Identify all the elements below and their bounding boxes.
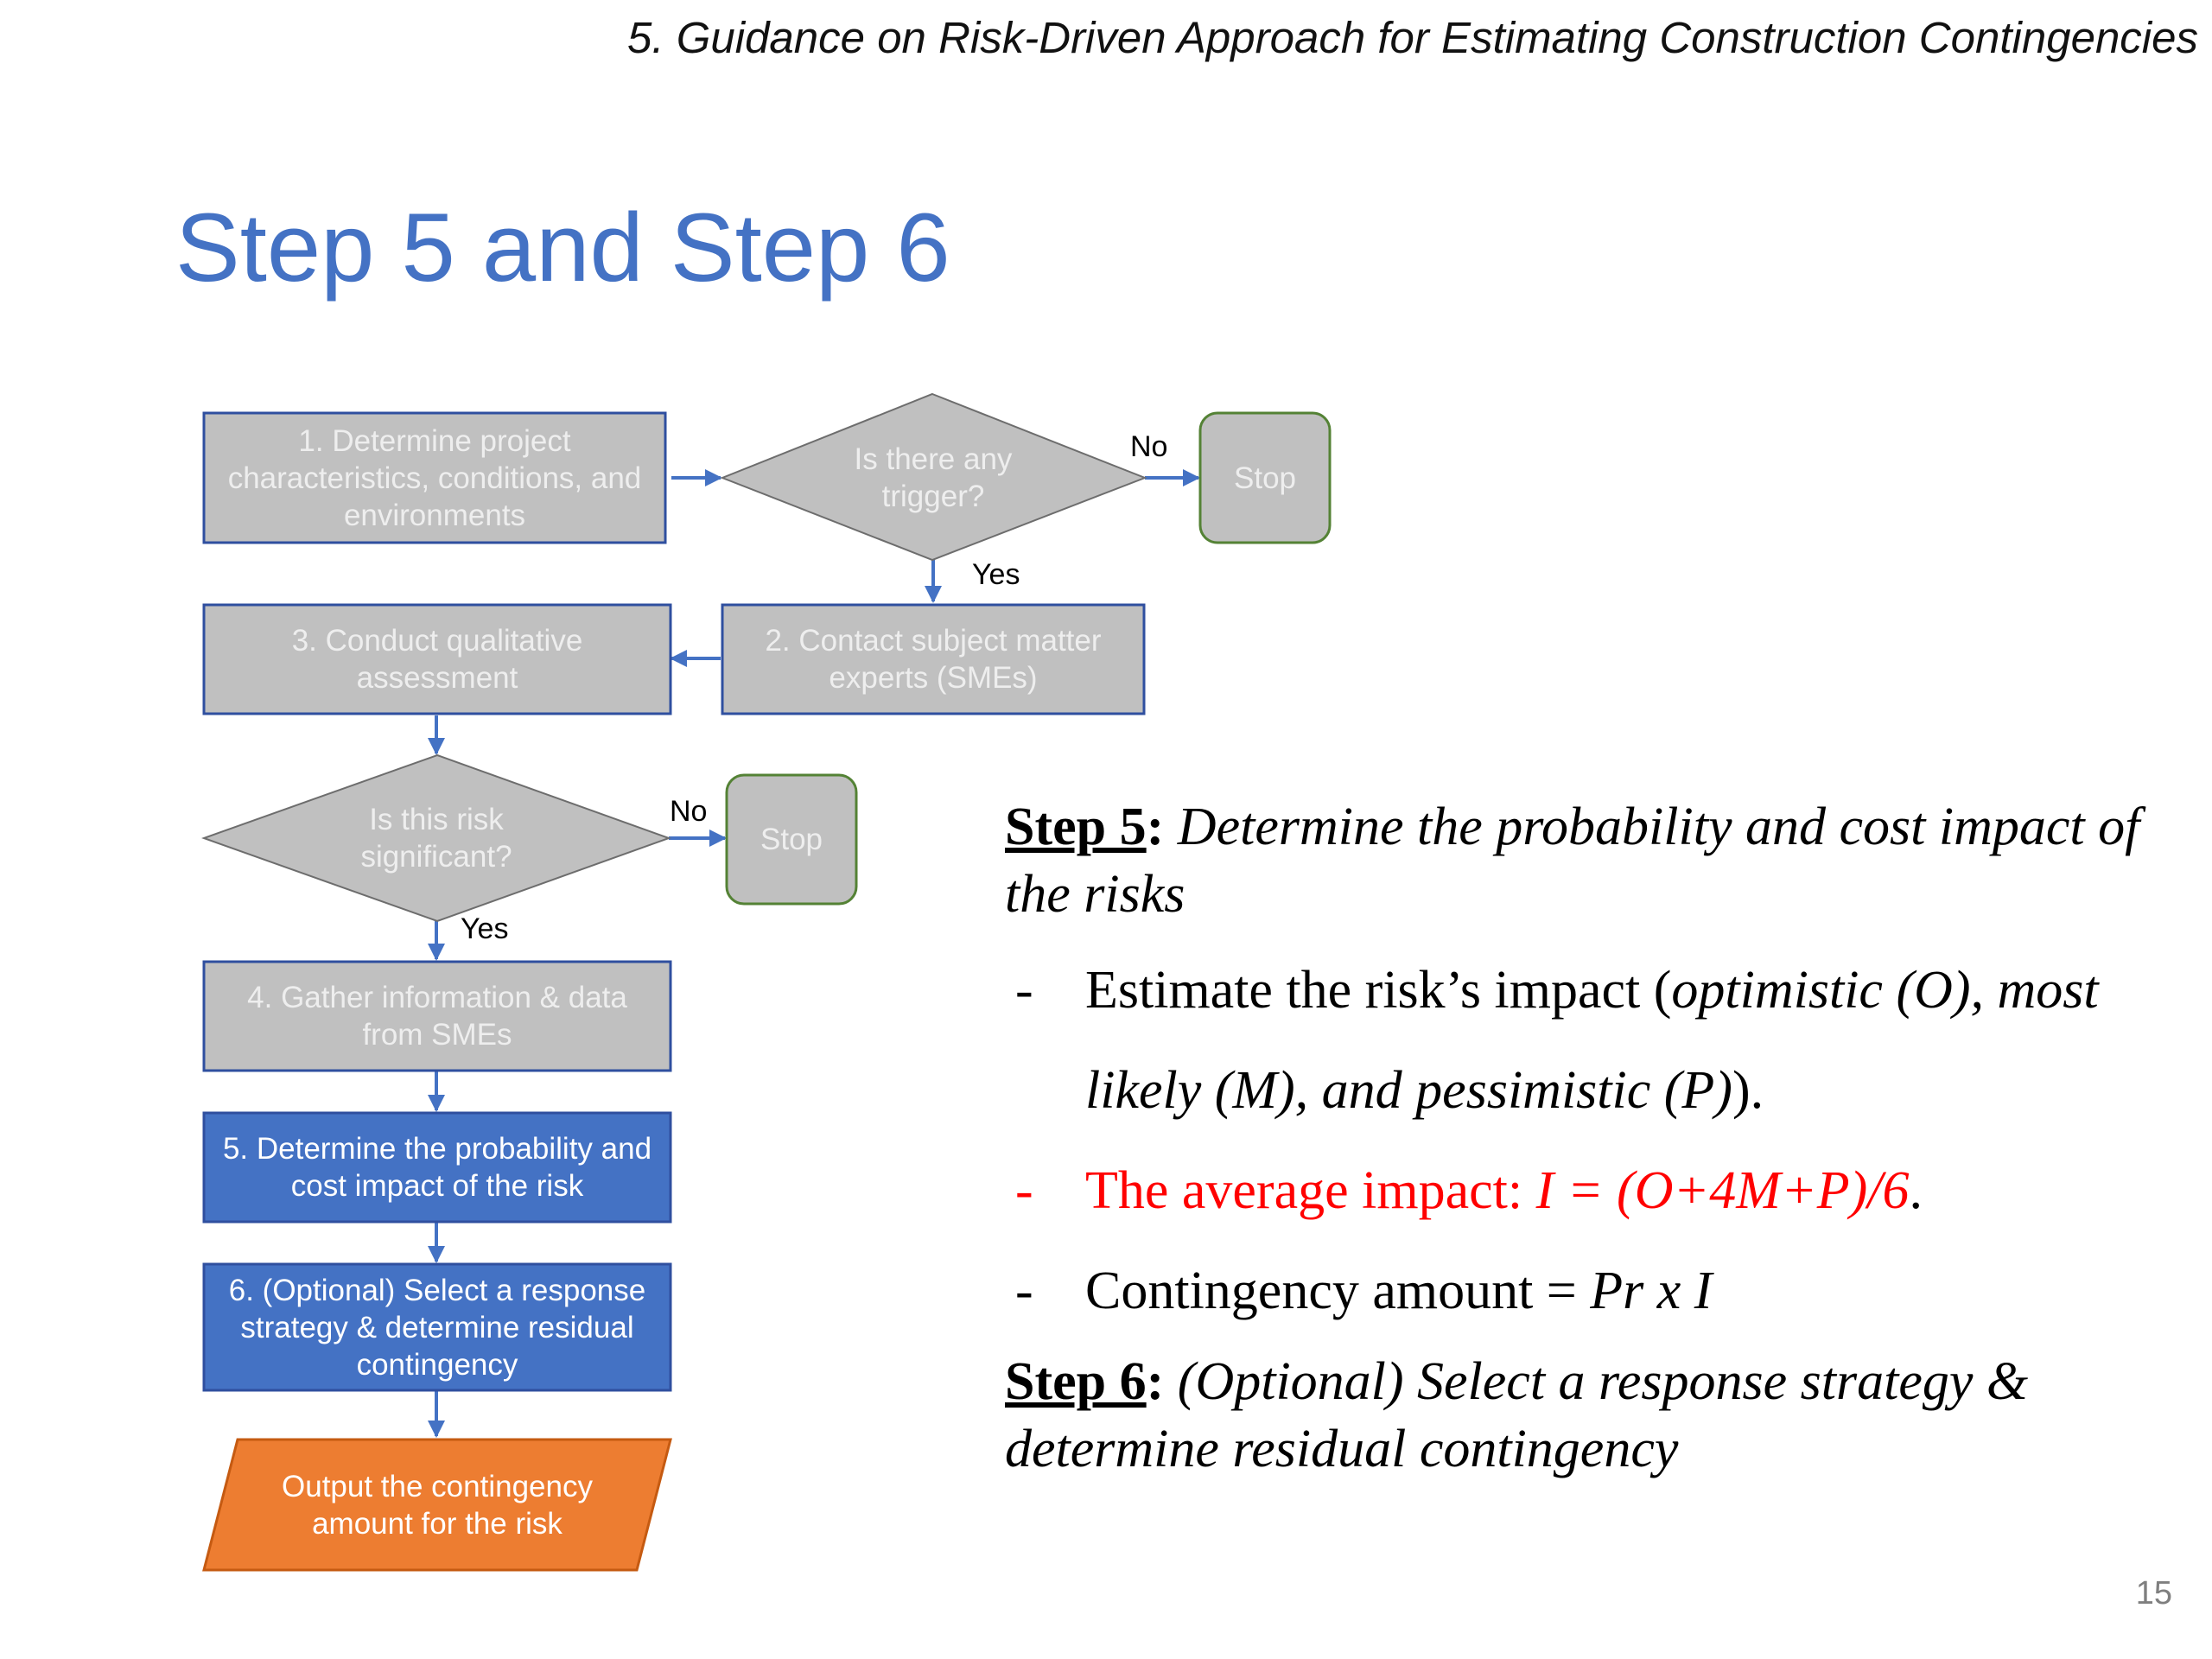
- bullet-average-tail: .: [1909, 1161, 1923, 1220]
- process-box-1: [202, 411, 667, 544]
- process-box-5-label: 5. Determine the probability and cost im…: [222, 1132, 652, 1203]
- decision-diamond-trigger: [720, 392, 1147, 562]
- bullet-estimate-tail: ).: [1732, 1061, 1764, 1120]
- bullet-dash: -: [1015, 1262, 1033, 1320]
- slide-title: Step 5 and Step 6: [175, 194, 950, 302]
- stop-box-2-label: Stop: [760, 823, 823, 856]
- process-box-6-label: 6. (Optional) Select a response strategy…: [228, 1273, 646, 1382]
- bullet-estimate-impact: - Estimate the risk’s impact (optimistic…: [1005, 940, 2163, 1141]
- bullet-dash: -: [1015, 1161, 1033, 1220]
- bullet-contingency-lead: Contingency amount =: [1085, 1262, 1591, 1320]
- process-box-1-label: 1. Determine project characteristics, co…: [227, 423, 642, 532]
- stop-box-2: [725, 773, 858, 906]
- explanation-panel: Step 5: Determine the probability and co…: [1005, 793, 2163, 1483]
- step5-heading: Step 5: Determine the probability and co…: [1005, 793, 2163, 928]
- process-box-5: [202, 1111, 672, 1224]
- step5-colon: :: [1146, 798, 1165, 856]
- bullet-average-lead: The average impact:: [1085, 1161, 1536, 1220]
- bullet-average-impact: - The average impact: I = (O+4M+P)/6.: [1005, 1141, 2163, 1241]
- process-box-6: [202, 1262, 672, 1392]
- step5-label: Step 5: [1005, 798, 1147, 856]
- decision-significant-label: Is this risk significant?: [360, 803, 512, 874]
- document-header-title: 5. Guidance on Risk-Driven Approach for …: [627, 13, 2198, 62]
- step6-description: (Optional) Select a response strategy & …: [1005, 1352, 2029, 1478]
- output-parallelogram-label: Output the contingency amount for the ri…: [282, 1469, 593, 1541]
- bullet-average-formula: I = (O+4M+P)/6: [1535, 1161, 1910, 1220]
- bullet-estimate-italic: optimistic (O), most likely (M), and pes…: [1085, 961, 2099, 1120]
- bullet-contingency-formula: Pr x I: [1590, 1262, 1713, 1320]
- process-box-4: [202, 960, 672, 1072]
- edge-label-d1-no: No: [1130, 430, 1168, 463]
- edge-label-d1-yes: Yes: [972, 558, 1020, 591]
- stop-box-1-label: Stop: [1234, 461, 1296, 495]
- edge-label-d2-yes: Yes: [461, 912, 509, 945]
- process-box-4-label: 4. Gather information & data from SMEs: [247, 981, 627, 1052]
- process-box-3-label: 3. Conduct qualitative assessment: [291, 624, 583, 695]
- process-box-2: [721, 603, 1146, 715]
- decision-trigger-label: Is there any trigger?: [854, 442, 1013, 513]
- step6-label: Step 6: [1005, 1352, 1147, 1411]
- bullet-estimate-lead: Estimate the risk’s impact (: [1085, 961, 1672, 1020]
- bullet-dash: -: [1015, 961, 1033, 1020]
- bullet-contingency-amount: - Contingency amount = Pr x I: [1005, 1241, 2163, 1341]
- process-box-3: [202, 603, 672, 715]
- step6-heading: Step 6: (Optional) Select a response str…: [1005, 1348, 2163, 1483]
- step5-description: Determine the probability and cost impac…: [1005, 798, 2140, 924]
- decision-diamond-significant: [201, 753, 671, 923]
- output-parallelogram: [202, 1438, 672, 1572]
- process-box-2-label: 2. Contact subject matter experts (SMEs): [765, 624, 1102, 695]
- page-number: 15: [2135, 1575, 2172, 1611]
- step6-colon: :: [1146, 1352, 1165, 1411]
- stop-box-1: [1198, 411, 1332, 544]
- edge-label-d2-no: No: [670, 795, 708, 828]
